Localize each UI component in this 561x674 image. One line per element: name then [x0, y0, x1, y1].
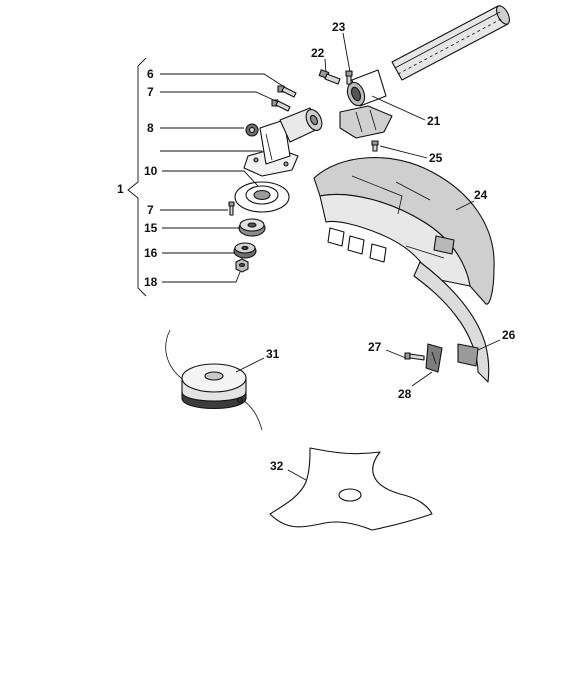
label-21: 21	[427, 114, 441, 128]
nut-part-8	[245, 123, 259, 137]
label-1: 1	[117, 182, 124, 196]
part-labels: 1 6 7 8 10 7 15 16 18 21 22 23 24 25 26 …	[117, 20, 516, 473]
label-8: 8	[147, 121, 154, 135]
nut-part-18	[235, 258, 249, 273]
gear-head	[243, 107, 323, 177]
label-26: 26	[502, 328, 516, 342]
leader-lines	[160, 32, 501, 481]
label-18: 18	[144, 275, 158, 289]
label-28: 28	[398, 387, 412, 401]
assembly-bracket	[127, 57, 147, 297]
label-31: 31	[266, 347, 280, 361]
label-7-lower: 7	[147, 203, 154, 217]
label-25: 25	[429, 151, 443, 165]
label-24: 24	[474, 188, 488, 202]
screw-part-27	[404, 352, 425, 361]
screw-part-7-lower	[228, 201, 235, 216]
label-22: 22	[311, 46, 325, 60]
screw-part-23	[345, 70, 353, 85]
blade-part-32	[269, 447, 433, 531]
washer-part-15	[238, 218, 266, 237]
screw-part-22	[318, 69, 341, 85]
screw-part-7-upper	[271, 99, 291, 112]
label-32: 32	[270, 459, 284, 473]
line-head-part-31	[165, 329, 263, 431]
label-23: 23	[332, 20, 346, 34]
clamp-part-21	[339, 69, 393, 139]
clip-part-28	[425, 343, 443, 373]
screw-part-6	[277, 85, 297, 98]
label-16: 16	[144, 246, 158, 260]
label-10: 10	[144, 164, 158, 178]
cup-washer-part-16	[233, 242, 257, 259]
label-27: 27	[368, 340, 382, 354]
label-15: 15	[144, 221, 158, 235]
guard-part-24	[313, 157, 495, 305]
flange-part-10	[234, 181, 290, 213]
shaft-tube	[391, 5, 510, 81]
label-7-upper: 7	[147, 85, 154, 99]
label-6: 6	[147, 67, 154, 81]
screw-part-25	[371, 140, 379, 152]
skirt-part-26	[413, 261, 490, 383]
